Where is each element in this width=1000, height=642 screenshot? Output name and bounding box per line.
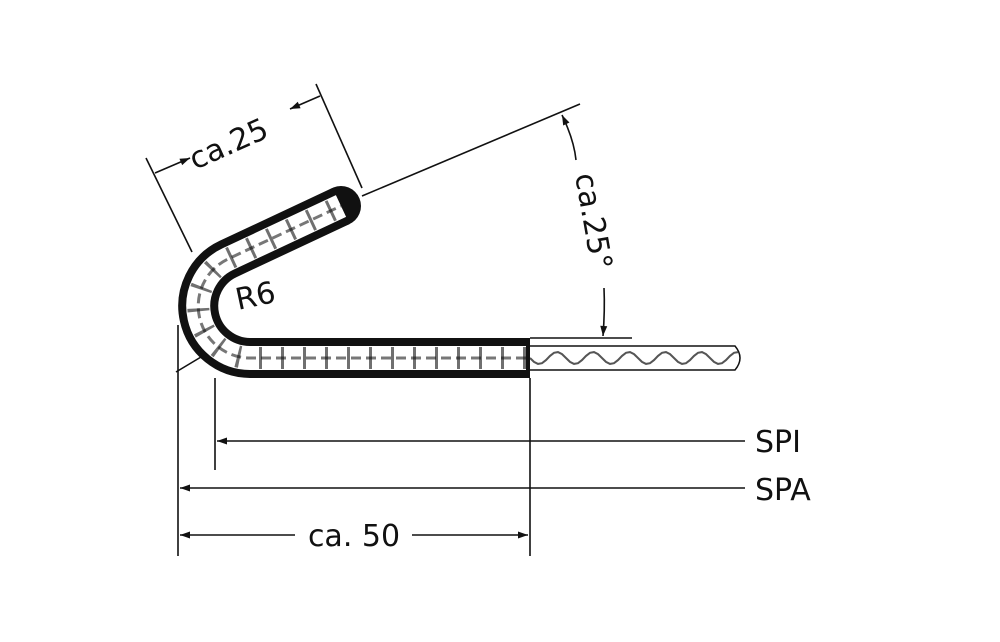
leg-length-label: ca.25 xyxy=(184,112,274,178)
spi-label: SPI xyxy=(755,425,801,460)
angle-dimension xyxy=(361,103,632,339)
extension-lines xyxy=(175,325,531,556)
spa-label: SPA xyxy=(755,473,811,508)
angle-label: ca.25° xyxy=(567,170,618,272)
radius-label: R6 xyxy=(232,275,278,318)
leg-length-dimension xyxy=(145,83,363,253)
core-extension xyxy=(529,345,741,371)
profile-body xyxy=(178,186,530,378)
width-label: ca. 50 xyxy=(308,519,400,554)
